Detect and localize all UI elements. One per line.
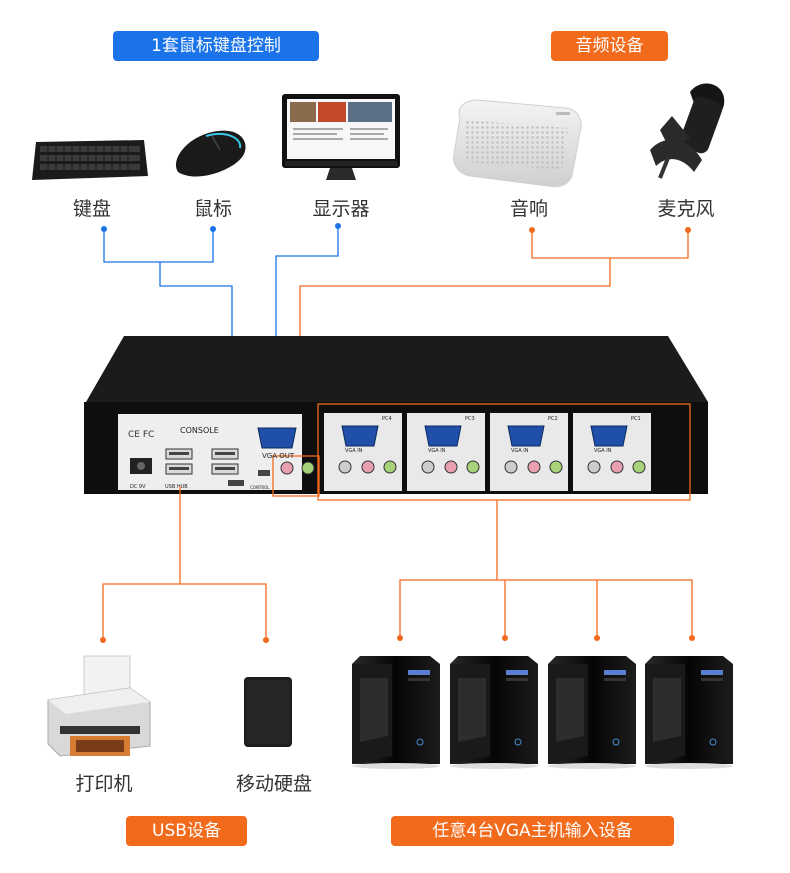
- keyboard-icon: [32, 140, 148, 180]
- speaker-icon: [453, 99, 582, 188]
- port-label-pc2: PC2: [548, 416, 558, 422]
- hosts-group-header: 任意4台VGA主机输入设备: [391, 816, 674, 846]
- monitor-label: 显示器: [312, 198, 370, 220]
- power-label: DC 9V: [130, 484, 146, 490]
- speaker-label: 音响: [509, 198, 548, 220]
- printer-icon: [47, 655, 151, 757]
- cert-label: CE FC: [128, 430, 154, 440]
- control-label: CONTROL: [250, 485, 270, 490]
- kvm-switch: CE FC CONSOLE VGA OUT USB HUB DC 9V CONT…: [84, 336, 708, 501]
- mouse-label: 鼠标: [193, 198, 232, 220]
- console-group-header: 1套鼠标键盘控制: [113, 31, 319, 61]
- hard-drive-label: 移动硬盘: [235, 773, 312, 795]
- microphone-label: 麦克风: [657, 198, 715, 220]
- usb-cables: [102, 486, 267, 640]
- host-pc-4-icon: [644, 655, 734, 770]
- host-cables: [399, 500, 693, 638]
- port-label-pc4: PC4: [382, 416, 392, 422]
- port-label-pc3: PC3: [465, 416, 475, 422]
- vga-in-label-4: VGA IN: [594, 448, 612, 454]
- audio-group-header: 音频设备: [551, 31, 668, 61]
- mouse-icon: [175, 130, 246, 177]
- port-label-pc1: PC1: [631, 416, 641, 422]
- printer-label: 打印机: [75, 773, 133, 795]
- vga-in-label-1: VGA IN: [345, 448, 363, 454]
- console-port-label: CONSOLE: [180, 426, 219, 435]
- hard-drive-icon: [244, 677, 292, 747]
- monitor-icon: [282, 94, 400, 180]
- vga-out-label: VGA OUT: [262, 452, 295, 460]
- usb-hub-label: USB HUB: [165, 484, 188, 490]
- host-pc-2-icon: [449, 655, 539, 770]
- usb-group-header: USB设备: [126, 816, 247, 846]
- keyboard-label: 键盘: [72, 198, 111, 220]
- host-pc-3-icon: [547, 655, 637, 770]
- vga-in-label-2: VGA IN: [428, 448, 446, 454]
- host-pc-1-icon: [351, 655, 441, 770]
- vga-in-label-3: VGA IN: [511, 448, 529, 454]
- microphone-icon: [650, 83, 725, 179]
